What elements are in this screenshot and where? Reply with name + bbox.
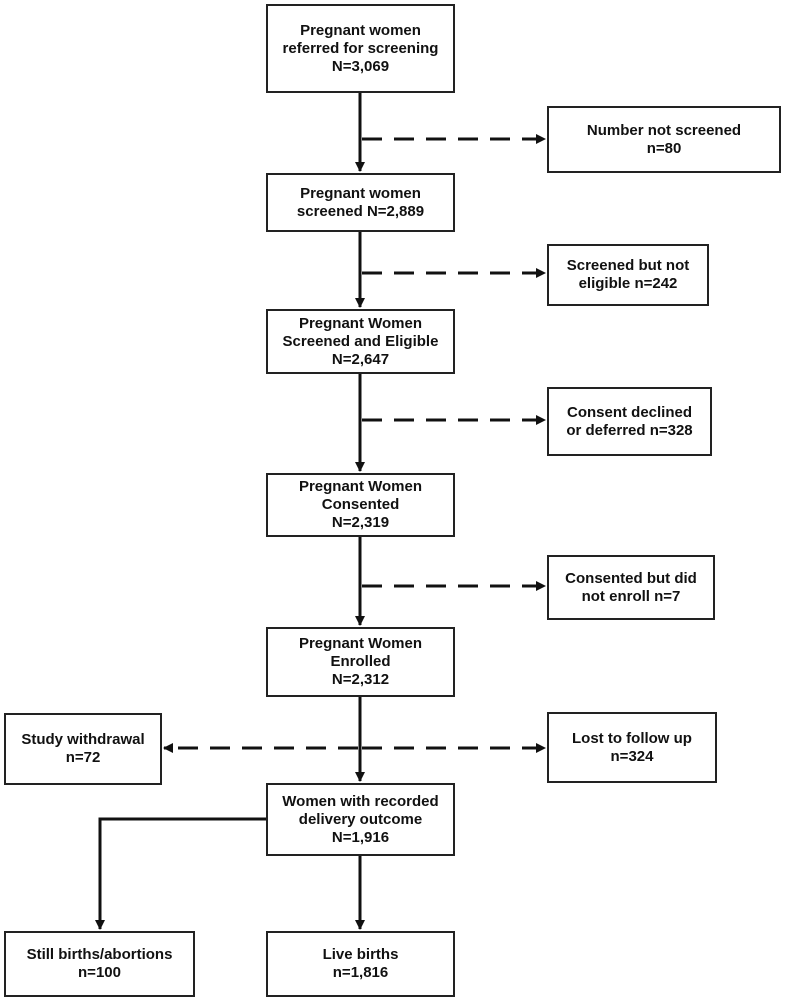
box-not-screened-line2: n=80 [646, 139, 682, 157]
box-live-line1: Live births [322, 946, 399, 963]
box-delivery: Women with recorded delivery outcome N=1… [266, 783, 455, 856]
box-screened-line2: screened N=2,889 [296, 202, 425, 220]
box-withdrawal-line1: Study withdrawal [21, 731, 145, 748]
box-declined: Consent declined or deferred n=328 [547, 387, 712, 456]
box-lost: Lost to follow up n=324 [547, 712, 717, 783]
box-not-screened: Number not screened n=80 [547, 106, 781, 173]
box-screened-line1: Pregnant women [300, 184, 421, 202]
box-declined-line2: or deferred n=328 [566, 421, 693, 439]
box-enrolled-line2: Enrolled [330, 653, 391, 670]
box-enrolled: Pregnant Women Enrolled N=2,312 [266, 627, 455, 697]
box-not-screened-line1: Number not screened [586, 121, 742, 139]
box-not-enrolled-line1: Consented but did [565, 569, 697, 587]
box-stillbirths-line2: n=100 [78, 964, 121, 981]
box-declined-line1: Consent declined [566, 403, 693, 421]
box-enrolled-line3: N=2,312 [331, 671, 390, 688]
box-eligible-line2: Screened and Eligible [282, 332, 439, 350]
box-consented-line3: N=2,319 [331, 514, 390, 531]
box-live: Live births n=1,816 [266, 931, 455, 997]
box-stillbirths: Still births/abortions n=100 [4, 931, 195, 997]
box-referred: Pregnant women referred for screening N=… [266, 4, 455, 93]
box-referred-line1: Pregnant women [300, 21, 421, 39]
box-not-eligible-line2: eligible n=242 [578, 275, 678, 292]
box-not-eligible: Screened but not eligible n=242 [547, 244, 709, 306]
box-screened: Pregnant women screened N=2,889 [266, 173, 455, 232]
box-delivery-line3: N=1,916 [331, 828, 390, 846]
box-delivery-line2: delivery outcome [298, 810, 423, 828]
box-not-eligible-line1: Screened but not [566, 257, 690, 274]
box-stillbirths-line1: Still births/abortions [26, 946, 173, 963]
box-live-line2: n=1,816 [332, 964, 389, 981]
arrow-delivery-to-stillbirths [95, 817, 267, 930]
box-not-enrolled: Consented but did not enroll n=7 [547, 555, 715, 620]
box-referred-line2: referred for screening [282, 39, 439, 57]
box-consented-line2: Consented [321, 496, 400, 513]
box-lost-line1: Lost to follow up [572, 729, 692, 747]
box-not-enrolled-line2: not enroll n=7 [581, 587, 681, 605]
box-withdrawal-line2: n=72 [65, 749, 101, 766]
box-lost-line2: n=324 [610, 747, 654, 765]
box-referred-line3: N=3,069 [331, 57, 390, 75]
box-consented: Pregnant Women Consented N=2,319 [266, 473, 455, 537]
box-eligible-line1: Pregnant Women [298, 314, 423, 332]
box-eligible-line3: N=2,647 [331, 350, 390, 368]
box-eligible: Pregnant Women Screened and Eligible N=2… [266, 309, 455, 374]
box-consented-line1: Pregnant Women [298, 478, 423, 495]
box-enrolled-line1: Pregnant Women [298, 635, 423, 652]
box-delivery-line1: Women with recorded [282, 792, 439, 810]
box-withdrawal: Study withdrawal n=72 [4, 713, 162, 785]
